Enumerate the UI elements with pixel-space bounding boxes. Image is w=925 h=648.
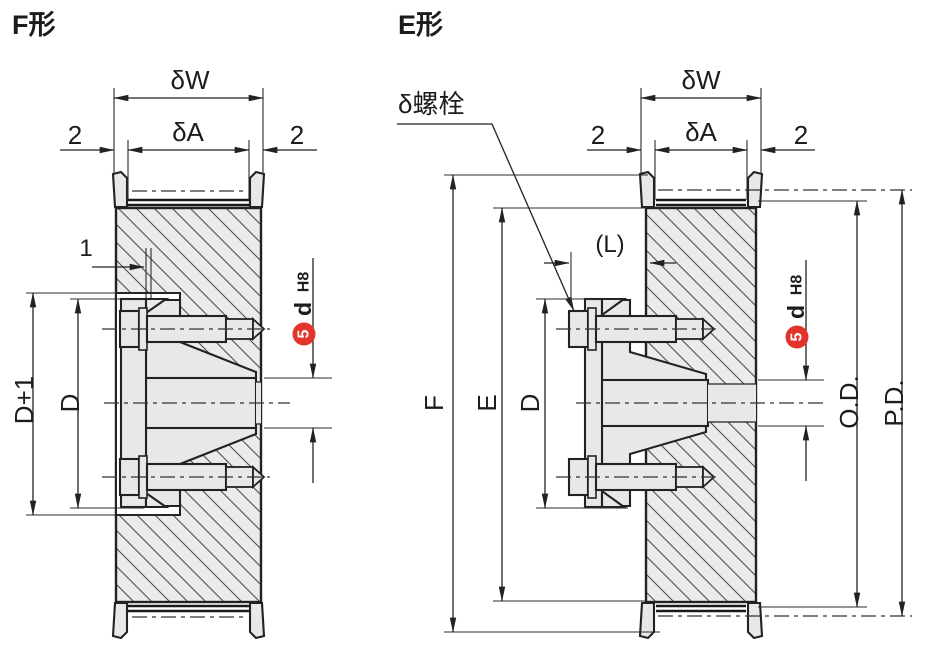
figure-f: F形 (9, 10, 332, 640)
dim-d-e: D (515, 298, 628, 509)
dim-e-e: E (472, 207, 646, 602)
bushing-chamfer-e-top (600, 297, 628, 318)
dim-label-2-right-f: 2 (290, 120, 304, 150)
flange-tab-f-bottom-left (111, 601, 129, 640)
dim-label-delta-a-e: δA (685, 117, 717, 147)
dim-label-od: O.D. (834, 375, 864, 428)
clamp-bolt-f-bottom (118, 455, 266, 499)
bore-tolerance-f: H8 (296, 272, 313, 293)
flange-tab-f-top-right (248, 170, 266, 209)
dim-label-d-f: D (55, 394, 85, 413)
bushing-chamfer-f-bottom (144, 490, 170, 509)
dim-protrusion-l-e: (L) (544, 231, 676, 306)
bolt-shaft (145, 314, 228, 344)
dim-bore-dh8-e: H8 d 5 (758, 260, 824, 481)
dim-pd-e: P.D. (879, 189, 909, 617)
dim-label-d-plus-1: D+1 (9, 376, 39, 424)
bolt-callout-label: δ螺栓 (398, 89, 464, 119)
bore-letter-f: d (290, 302, 316, 316)
flange-tab-e-bottom-right (746, 601, 764, 640)
bushing-chamfer-e-bottom (600, 488, 628, 509)
callout-badge-5-text-f: 5 (296, 329, 313, 338)
bolt-callout-e: δ螺栓 (397, 89, 575, 312)
figure-f-title: F形 (12, 10, 56, 40)
dim-label-f-e: F (419, 395, 449, 411)
callout-badge-5-f (292, 322, 316, 346)
dim-label-delta-a-f: δA (172, 117, 204, 147)
dim-delta-w-f: δW (113, 65, 264, 173)
dim-label-2-left-f: 2 (68, 120, 82, 150)
bore-tolerance-e: H8 (789, 275, 806, 296)
dim-label-e-e: E (472, 394, 502, 411)
figure-e-title: E形 (398, 10, 443, 40)
flange-tab-e-top-left (638, 170, 656, 209)
callout-badge-5-e (785, 325, 809, 349)
callout-badge-5-text-e: 5 (789, 332, 806, 341)
dim-label-l-e: (L) (595, 231, 624, 258)
dim-f-e: F (419, 174, 660, 633)
dim-d-f: D (55, 298, 144, 509)
flange-tab-f-bottom-right (248, 601, 266, 640)
bolt-shaft (145, 462, 228, 492)
dim-delta-a-f: δA 2 2 (60, 117, 317, 200)
dim-protrusion-1-f: 1 (79, 235, 152, 298)
flange-tab-f-top-left (111, 170, 129, 209)
dim-label-delta-w-e: δW (681, 65, 720, 95)
dim-delta-w-e: δW (640, 65, 762, 173)
dim-delta-a-e: δA 2 2 (587, 117, 815, 200)
dim-od-e: O.D. (758, 200, 867, 608)
flange-tab-e-bottom-left (638, 601, 656, 640)
dim-label-1-f: 1 (79, 235, 92, 262)
dim-label-d-e: D (515, 394, 545, 413)
dim-d-plus-1-f: D+1 (9, 292, 180, 516)
bushing-chamfer-f-top (144, 297, 170, 316)
dim-bore-dh8-f: H8 d 5 (264, 258, 332, 483)
dim-label-2-right-e: 2 (794, 120, 808, 150)
dim-label-delta-w-f: δW (170, 65, 209, 95)
figure-e: E形 (397, 10, 912, 640)
dim-label-2-left-e: 2 (591, 120, 605, 150)
bore-letter-e: d (783, 305, 809, 319)
dim-label-pd: P.D. (879, 379, 909, 426)
